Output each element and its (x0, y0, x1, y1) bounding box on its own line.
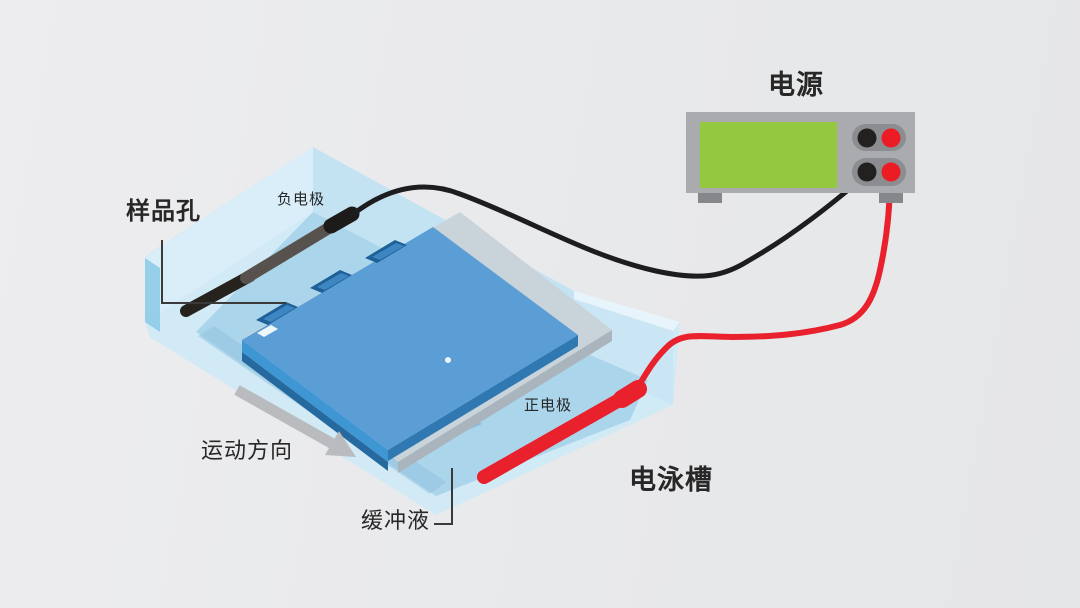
power-supply-foot (879, 193, 903, 203)
port-black-bottom (857, 162, 877, 182)
tank-wall-end-cap (145, 258, 160, 332)
movement-direction-label: 运动方向 (201, 438, 294, 463)
negative-electrode-group (180, 172, 869, 317)
black-wire (349, 172, 869, 279)
port-black-top (857, 128, 877, 148)
negative-electrode-label: 负电极 (277, 191, 326, 208)
gel-slab (242, 227, 578, 450)
movement-direction-arrow (234, 385, 356, 457)
sample-wells-leader-line (161, 240, 286, 304)
positive-electrode-rod (477, 388, 635, 484)
electrophoresis-tank (145, 147, 680, 515)
positive-electrode-label: 正电极 (524, 397, 573, 414)
electrophoresis-tank-label: 电泳槽 (629, 465, 713, 495)
buffer-leader-line (434, 468, 453, 525)
gel-platform-side (398, 330, 612, 473)
sample-wells (256, 240, 407, 325)
positive-electrode-group (477, 175, 893, 484)
arrow-shaft (234, 385, 336, 449)
port-red-top (881, 128, 901, 148)
sample-well-inner (263, 305, 295, 322)
red-wire (633, 175, 893, 393)
power-supply-label: 电源 (768, 70, 824, 100)
arrow-head (325, 431, 356, 457)
power-supply-foot (698, 193, 722, 203)
negative-electrode-rod-tip (180, 270, 256, 317)
sample-well-inner (317, 273, 349, 290)
sample-well-inner (372, 243, 404, 260)
power-supply-screen (700, 122, 837, 188)
gel-highlight-dot (445, 357, 451, 363)
sample-wells-label: 样品孔 (126, 198, 201, 225)
gel-highlight-square (257, 325, 278, 337)
gel-edge-dark (242, 352, 388, 471)
buffer-solution-label: 缓冲液 (361, 508, 431, 533)
gel-edge-bright (242, 340, 388, 462)
power-supply (686, 112, 915, 203)
tank-back-wall-left-face (145, 147, 313, 322)
port-red-bottom (881, 162, 901, 182)
negative-electrode-sleeve (323, 206, 360, 234)
tank-rim-top-right (574, 291, 680, 331)
gel-edge-right (388, 335, 578, 461)
